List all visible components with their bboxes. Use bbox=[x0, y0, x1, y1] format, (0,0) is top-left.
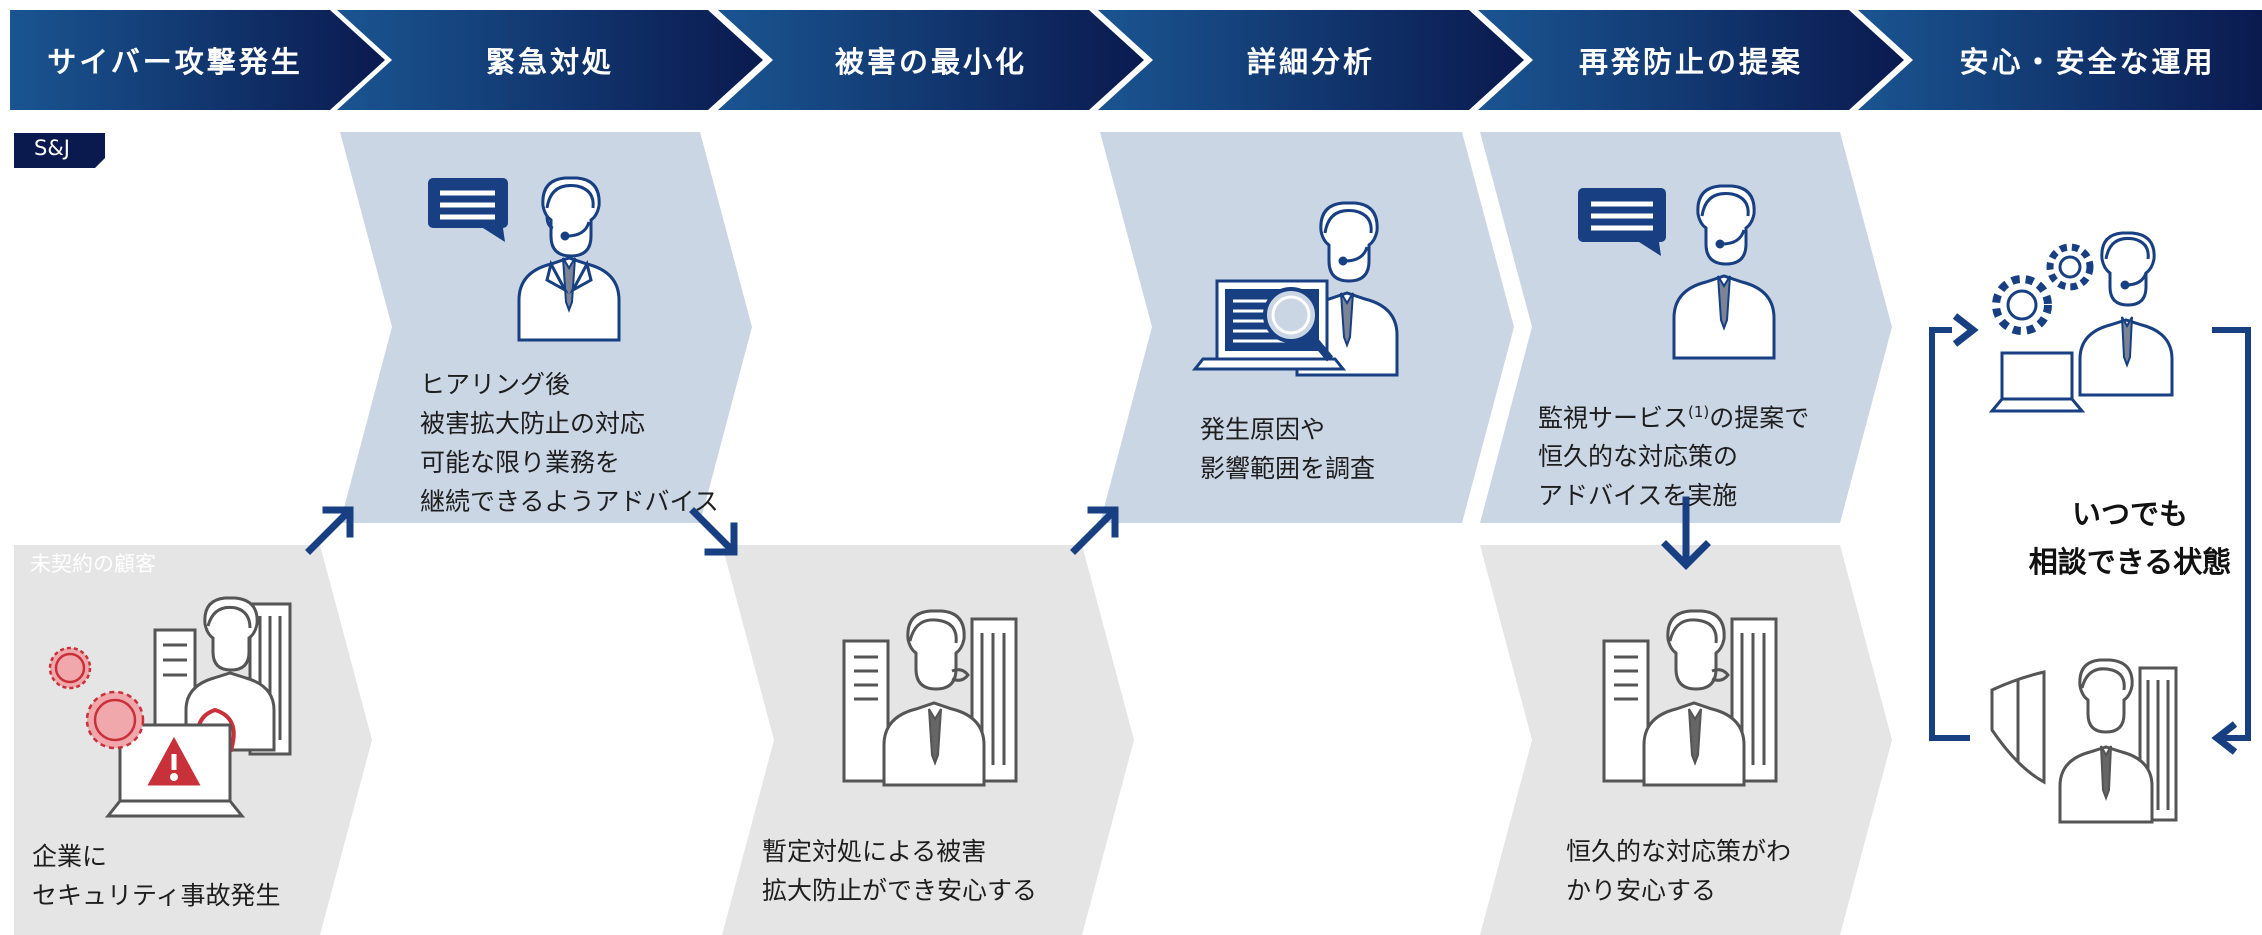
arrow-up-right-1 bbox=[305, 506, 354, 555]
advisor-chat-icon bbox=[1575, 180, 1795, 360]
incident-note: 企業に セキュリティ事故発生 bbox=[32, 837, 281, 915]
footnote-marker: (1) bbox=[1688, 403, 1710, 421]
note-line: 発生原因や bbox=[1200, 415, 1326, 444]
status-line: いつでも bbox=[2071, 497, 2188, 531]
note-line: セキュリティ事故発生 bbox=[32, 881, 281, 910]
step-4-title: 詳細分析 bbox=[1246, 45, 1375, 79]
minimize-note: 暫定対処による被害 拡大防止ができ安心する bbox=[762, 832, 1037, 910]
step-2-title: 緊急対処 bbox=[485, 45, 614, 79]
operation-status-text: いつでも 相談できる状態 bbox=[1960, 490, 2262, 586]
note-line: アドバイスを実施 bbox=[1538, 481, 1738, 511]
satisfied-customer-icon bbox=[1600, 605, 1790, 790]
arrow-up-right-2 bbox=[1070, 506, 1119, 555]
emergency-note: ヒアリング後 被害拡大防止の対応 可能な限り業務を 継続できるようアドバイス bbox=[420, 365, 719, 521]
relieved-customer-icon bbox=[840, 605, 1030, 790]
analysis-note: 発生原因や 影響範囲を調査 bbox=[1200, 410, 1375, 488]
protected-customer-icon bbox=[1990, 650, 2200, 825]
analyst-laptop-icon bbox=[1191, 195, 1455, 380]
step-1-title: サイバー攻撃発生 bbox=[47, 45, 303, 79]
operation-loop-bracket bbox=[1929, 313, 2251, 755]
arrow-down-right bbox=[689, 507, 738, 556]
step-5-title: 再発防止の提案 bbox=[1578, 45, 1803, 79]
note-line: 企業に bbox=[32, 842, 108, 871]
arrow-down bbox=[1661, 496, 1711, 570]
prevention-note: 恒久的な対応策がわ かり安心する bbox=[1566, 832, 1791, 910]
security-incident-icon bbox=[40, 590, 320, 825]
step-3-title: 被害の最小化 bbox=[834, 45, 1027, 79]
note-text: の提案で bbox=[1709, 403, 1810, 433]
note-line: 拡大防止ができ安心する bbox=[762, 876, 1038, 905]
customer-lane-label: 未契約の顧客 bbox=[30, 552, 156, 576]
step-1-chevron bbox=[10, 10, 385, 110]
step-5-chevron bbox=[1478, 10, 1904, 110]
step-6-title: 安心・安全な運用 bbox=[1959, 45, 2216, 79]
note-line: かり安心する bbox=[1566, 876, 1717, 905]
note-line: 継続できるようアドバイス bbox=[420, 487, 719, 516]
note-line: 恒久的な対応策がわ bbox=[1566, 837, 1792, 866]
note-line: 可能な限り業務を bbox=[420, 448, 621, 477]
step-3-chevron bbox=[718, 10, 1144, 110]
note-line: 被害拡大防止の対応 bbox=[420, 409, 646, 438]
note-text: 監視サービス bbox=[1538, 403, 1689, 433]
note-line: 影響範囲を調査 bbox=[1200, 454, 1376, 483]
note-line: ヒアリング後 bbox=[420, 370, 571, 399]
operator-gears-icon bbox=[1988, 225, 2200, 415]
proposal-note: 監視サービス(1)の提案で 恒久的な対応策の アドバイスを実施 bbox=[1538, 393, 1809, 515]
provider-lane-label: S&J bbox=[34, 136, 70, 160]
provider-lane-tag bbox=[14, 133, 105, 168]
step-4-chevron bbox=[1098, 10, 1524, 110]
step-6-chevron bbox=[1858, 10, 2262, 110]
operator-chat-icon bbox=[425, 170, 645, 345]
note-line: 暫定対処による被害 bbox=[762, 837, 987, 866]
note-line: 恒久的な対応策の bbox=[1538, 442, 1739, 472]
step-2-chevron bbox=[337, 10, 763, 110]
status-line: 相談できる状態 bbox=[2028, 545, 2232, 579]
note-line: 監視サービス(1)の提案で bbox=[1538, 393, 1809, 437]
